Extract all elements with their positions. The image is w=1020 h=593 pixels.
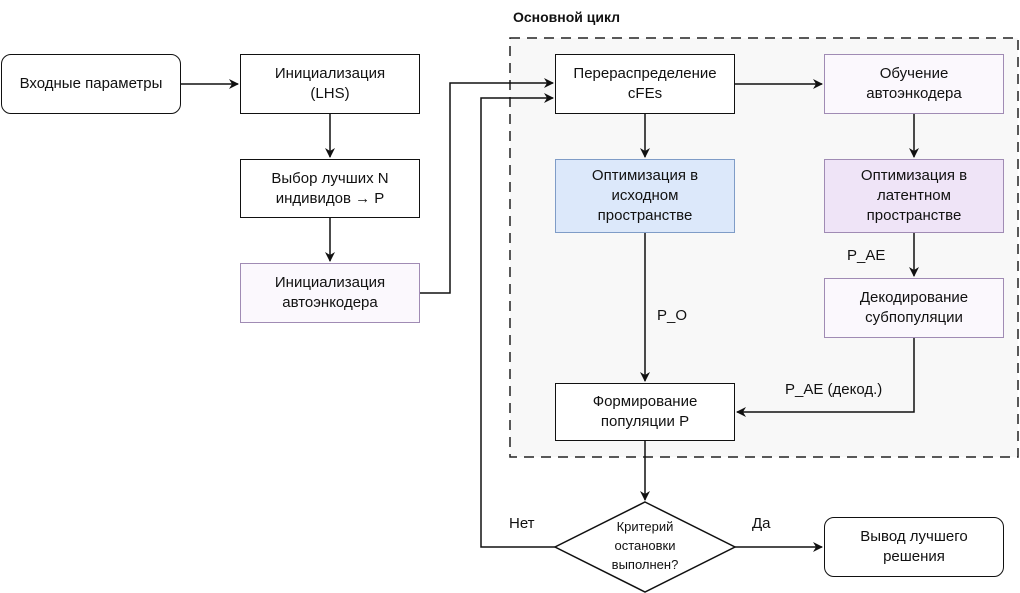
node-form-population: Формирование популяции P [555,383,735,441]
node-init-lhs: Инициализация (LHS) [240,54,420,114]
node-opt-latent: Оптимизация в латентном пространстве [824,159,1004,233]
edge-label-no: Нет [509,515,535,532]
node-select-best: Выбор лучших N индивидов → P [240,159,420,218]
node-input-parameters: Входные параметры [1,54,181,114]
decision-diamond [553,501,737,593]
container-title: Основной цикл [513,9,621,25]
edge-label-p-ae-decoded: P_AE (декод.) [785,381,883,398]
edge-label-p-ae: P_AE [847,247,886,264]
node-train-autoencoder: Обучение автоэнкодера [824,54,1004,114]
node-init-autoencoder: Инициализация автоэнкодера [240,263,420,323]
edge-initae-to-redistribution [420,78,554,294]
node-redistribution: Перераспределение cFEs [555,54,735,114]
edge-label-p-o: P_O [657,307,688,324]
decision-text: Критерий остановки выполнен? [611,519,679,572]
edge-no-loop-back [480,93,555,548]
node-decode-subpopulation: Декодирование субпопуляции [824,278,1004,338]
edge-decode-to-form [736,338,915,417]
node-opt-original: Оптимизация в исходном пространстве [555,159,735,233]
edge-label-yes: Да [752,515,771,532]
node-output-best: Вывод лучшего решения [824,517,1004,577]
